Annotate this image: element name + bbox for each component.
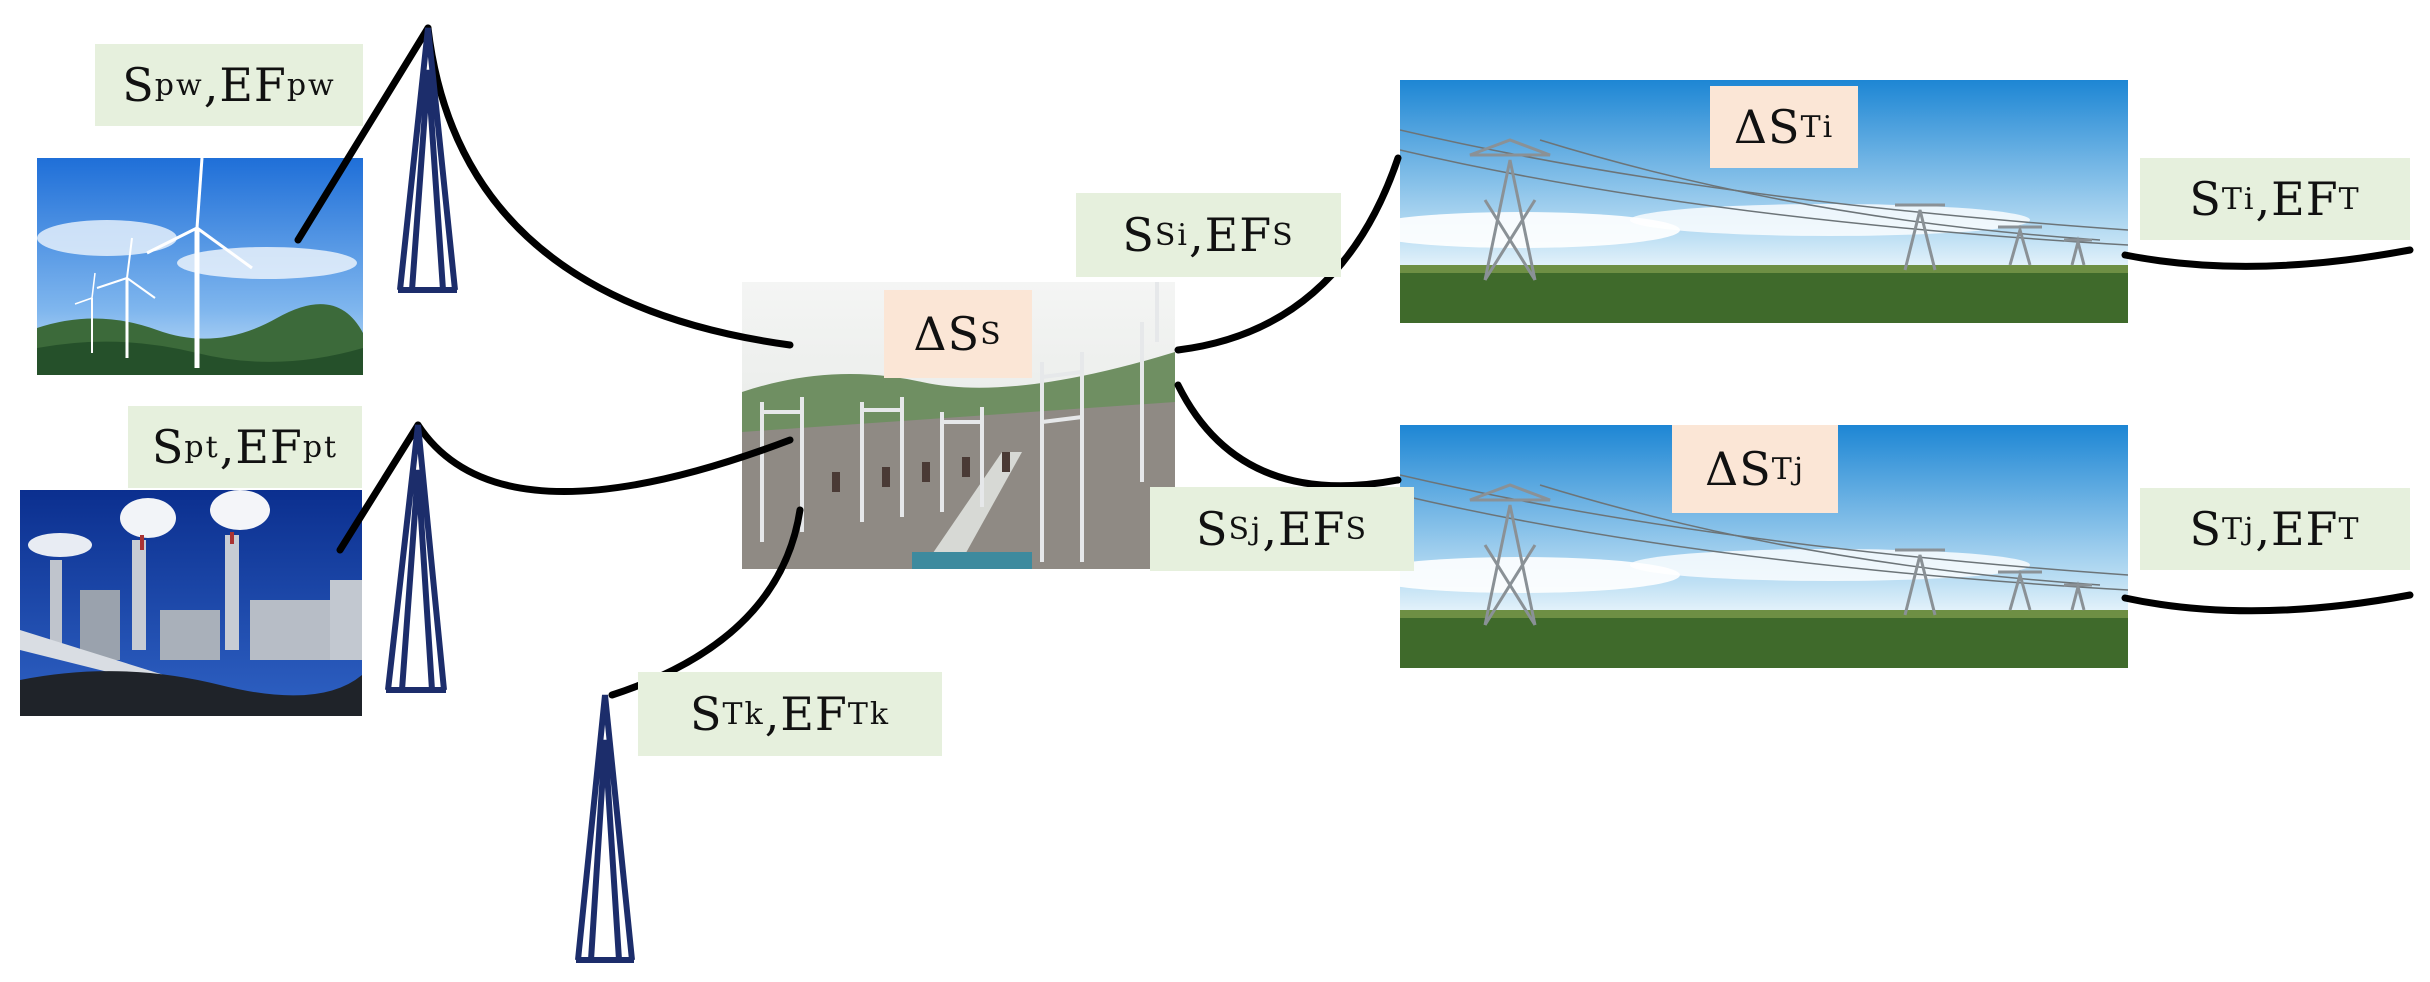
wire-thermal-to-tower xyxy=(336,421,422,554)
wire-substation-to-line-j xyxy=(1174,381,1402,490)
tower-icon-external xyxy=(575,694,635,963)
wire-tower-to-substation-2 xyxy=(414,421,794,495)
wire-wind-to-tower xyxy=(294,24,432,244)
wire-tower-to-substation xyxy=(424,24,794,349)
tower-icon-wind xyxy=(397,27,458,293)
wind-farm-photo xyxy=(37,158,363,375)
wire-substation-to-line-i xyxy=(1174,154,1402,354)
wire-line-i-out xyxy=(2121,246,2414,270)
wire-external-to-substation xyxy=(608,506,804,699)
tower-icon-thermal xyxy=(385,424,447,693)
thermal-power-plant-photo xyxy=(20,490,362,716)
wire-line-j-out xyxy=(2121,591,2414,615)
